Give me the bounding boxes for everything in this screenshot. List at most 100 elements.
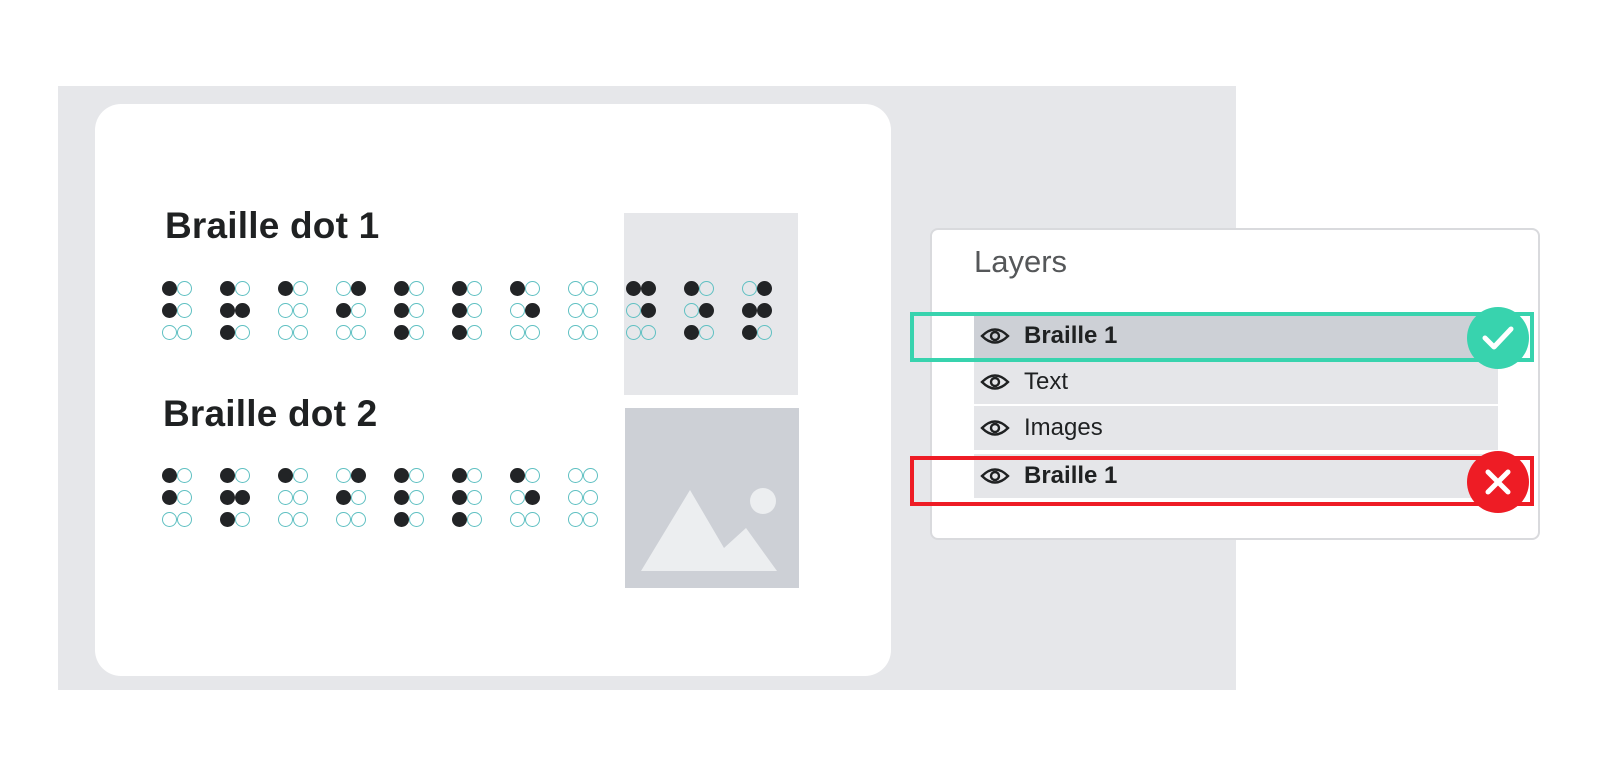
braille-cell [452,468,482,534]
braille-dot-empty [177,512,192,527]
braille-dot-empty [278,303,293,318]
braille-dot-raised [452,281,467,296]
close-icon [1485,469,1511,495]
braille-dot-raised [641,303,656,318]
braille-dot-raised [525,490,540,505]
layer-label: Braille 1 [1024,462,1118,489]
braille-dot-raised [684,281,699,296]
checkmark-icon [1482,326,1514,350]
braille-dot-empty [278,490,293,505]
braille-dot-empty [583,303,598,318]
braille-cell [742,281,772,347]
braille-dot-empty [177,490,192,505]
braille-dot-raised [162,303,177,318]
braille-cell [568,281,598,347]
braille-dot-empty [351,490,366,505]
braille-dot-raised [510,468,525,483]
eye-icon[interactable] [980,465,1010,487]
layer-item-text[interactable]: Text [974,360,1498,404]
braille-dot-raised [742,325,757,340]
braille-dot-empty [568,468,583,483]
image-placeholder-icon [641,488,777,571]
braille-dot-empty [177,303,192,318]
eye-icon[interactable] [980,371,1010,393]
braille-dot-raised [394,281,409,296]
braille-dot-empty [525,325,540,340]
checkmark-badge [1467,307,1529,369]
braille-dot-raised [220,303,235,318]
braille-dot-raised [452,325,467,340]
braille-dot-raised [235,303,250,318]
layer-item-images[interactable]: Images [974,406,1498,450]
heading-braille-dot-1: Braille dot 1 [165,205,380,246]
braille-dot-empty [510,512,525,527]
heading-braille-dot-2: Braille dot 2 [163,393,378,434]
braille-dot-empty [699,281,714,296]
braille-cell [510,281,540,347]
braille-dot-empty [568,325,583,340]
braille-dot-raised [220,325,235,340]
braille-dot-raised [162,468,177,483]
braille-dot-empty [293,281,308,296]
braille-cell [394,281,424,347]
layers-panel-title: Layers [974,244,1068,279]
eye-icon[interactable] [980,325,1010,347]
braille-dot-empty [583,512,598,527]
braille-dot-empty [235,281,250,296]
braille-dot-raised [641,281,656,296]
braille-dot-raised [220,490,235,505]
layer-item-braille-1-duplicate[interactable]: Braille 1 [974,454,1498,498]
braille-dot-empty [409,512,424,527]
braille-dot-empty [409,303,424,318]
braille-dot-raised [351,281,366,296]
braille-dot-empty [409,281,424,296]
cross-badge [1467,451,1529,513]
braille-dot-empty [336,512,351,527]
layer-label: Images [1024,414,1103,441]
braille-dot-empty [525,468,540,483]
braille-dot-raised [394,468,409,483]
braille-dot-raised [162,281,177,296]
braille-dot-empty [626,325,641,340]
braille-cell [452,281,482,347]
braille-dot-empty [351,325,366,340]
braille-dot-empty [510,303,525,318]
braille-dot-empty [336,325,351,340]
braille-dot-empty [162,325,177,340]
braille-cell [510,468,540,534]
braille-dot-empty [568,490,583,505]
braille-cell [626,281,656,347]
braille-dot-empty [351,512,366,527]
braille-dot-raised [220,281,235,296]
braille-dot-empty [583,325,598,340]
braille-dot-raised [220,512,235,527]
braille-dot-raised [278,281,293,296]
braille-dot-empty [568,281,583,296]
braille-cell [220,468,250,534]
braille-dot-empty [525,281,540,296]
braille-dot-empty [467,468,482,483]
braille-dot-empty [409,468,424,483]
braille-dot-empty [293,303,308,318]
braille-dot-empty [293,512,308,527]
braille-dot-empty [336,281,351,296]
braille-dot-raised [525,303,540,318]
braille-dot-empty [235,512,250,527]
braille-dot-empty [235,468,250,483]
braille-dot-raised [452,468,467,483]
braille-dot-raised [510,281,525,296]
braille-dot-empty [409,490,424,505]
braille-dot-raised [699,303,714,318]
braille-dot-raised [235,490,250,505]
braille-dot-raised [336,490,351,505]
braille-dot-raised [742,303,757,318]
layer-item-braille-1[interactable]: Braille 1 [974,314,1498,358]
braille-dot-raised [162,490,177,505]
eye-icon[interactable] [980,417,1010,439]
braille-dot-raised [394,303,409,318]
braille-dot-empty [177,468,192,483]
correct-highlight [910,312,1534,362]
braille-dot-empty [467,303,482,318]
braille-dot-raised [452,303,467,318]
braille-dot-raised [394,512,409,527]
